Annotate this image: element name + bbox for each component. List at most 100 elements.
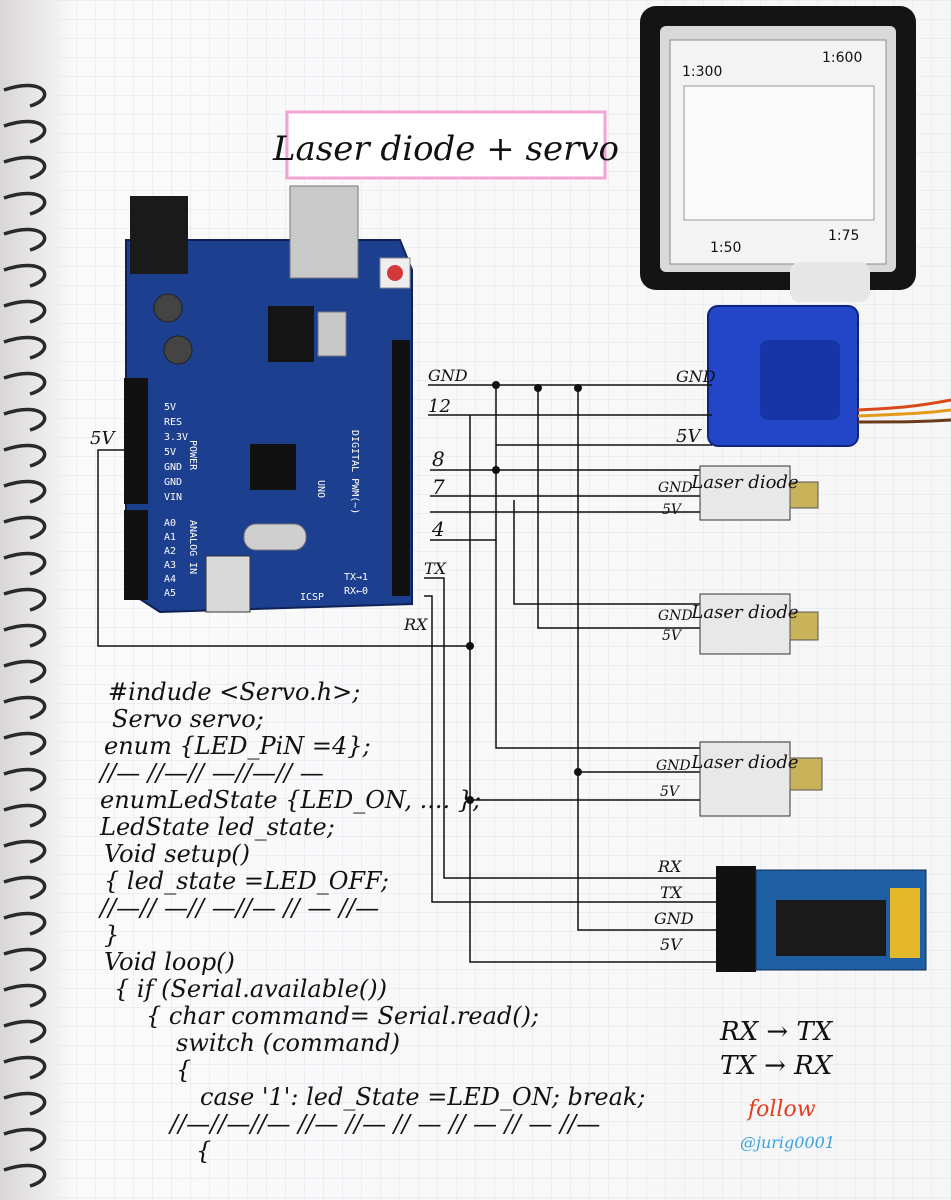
author-handle: @jurig0001 [740,1133,835,1152]
spiral-coil [3,443,47,468]
laser-gnd-label: GND [658,480,693,496]
code-line: //—// —// —//— // — //— [98,894,379,922]
junction [466,796,474,804]
pin-7-label: 7 [432,475,445,499]
usb-chip [268,306,314,362]
power-pin-vin: VIN [164,492,182,503]
analog-pin-a2: A2 [164,546,176,557]
laser-diode-label: Laser diode [690,602,798,623]
scale-card-window [683,85,875,221]
capacitor-2 [163,335,193,365]
analog-pin-a0: A0 [164,518,176,529]
analog-pin-a5: A5 [164,588,176,599]
digital-header [392,340,410,596]
junction [534,384,542,392]
spiral-coil [3,623,47,648]
code-block: #indude <Servo.h>;Servo servo;enum {LED_… [98,678,646,1165]
junction [492,466,500,474]
code-line: { [176,1056,191,1084]
laser-diode-label: Laser diode [690,472,798,493]
crystal [243,523,307,551]
crystal-oscillator [317,311,347,357]
spiral-coil [3,695,47,720]
spiral-coil [3,1127,47,1152]
atmega-chip [250,444,296,490]
junction [574,768,582,776]
spiral-coil [3,911,47,936]
analog-header [124,510,148,600]
servo-gear-housing [760,340,840,420]
power-pin-5v-b: 5V [164,447,176,458]
laser-5v-label: 5V [660,784,681,800]
icsp-label: ICSP [300,592,324,603]
spiral-coil [3,155,47,180]
spiral-coil [3,947,47,972]
arduino-5v-label: 5V [90,428,116,449]
laser-diode-lens [789,611,819,641]
spiral-coil [3,191,47,216]
spiral-coil [3,767,47,792]
bt-chip [776,900,886,956]
wiring [97,384,718,963]
bt-5v-label: 5V [660,935,683,954]
bt-antenna [890,888,920,958]
power-header [124,378,148,504]
digital-header-label: DIGITAL PWM(~) [349,430,360,514]
note-rx-tx: RX → TX [719,1017,834,1047]
analog-header-label: ANALOG IN [187,520,198,574]
power-pin-res: RES [164,417,182,428]
scale-top-left: 1:300 [682,64,722,80]
code-line: enumLedState {LED_ON, .... }; [100,786,481,814]
code-line: enum {LED_PiN =4}; [104,732,371,760]
power-pin-5v: 5V [164,402,176,413]
laser-diode-1: Laser diode GND 5V [658,465,819,521]
spiral-coil [3,551,47,576]
power-pin-gnd: GND [164,462,182,473]
bt-gnd-label: GND [654,909,694,928]
power-pin-3v3: 3.3V [164,432,188,443]
servo-wire-yellow [857,408,951,418]
bt-tx-label: TX [660,883,683,902]
scale-bottom-left: 1:50 [710,240,741,256]
analog-pin-a3: A3 [164,560,176,571]
usb-port [289,185,359,279]
arduino-uno-board: 5V RES 3.3V 5V GND GND VIN POWER A0 A1 A… [124,185,413,614]
bluetooth-module: RX TX GND 5V [654,857,927,972]
spiral-coil [3,875,47,900]
laser-diode-3: Laser diode GND 5V [656,741,823,817]
code-line: //—//—//— //— //— // — // — // — //— [168,1110,600,1138]
code-line: Void setup() [104,840,250,868]
capacitor-1 [153,293,183,323]
spiral-coil [3,1163,47,1188]
wire-pin-4 [430,539,700,749]
title-box: Laser diode + servo [272,110,619,180]
code-line: LedState led_state; [99,813,335,841]
servo-5v-label: 5V [676,426,702,447]
servo-wire-orange [857,398,951,412]
code-line: switch (command) [176,1029,400,1057]
junction [492,381,500,389]
spiral-coil [3,839,47,864]
pin-12-label: 12 [428,396,451,417]
rx-wire-label: RX [403,615,428,634]
bt-rx-label: RX [657,857,682,876]
laser-diode-body [699,465,791,521]
spiral-coil [3,371,47,396]
scale-bottom-right: 1:75 [828,228,859,244]
scale-top-right: 1:600 [822,50,862,66]
laser-gnd-label: GND [656,758,691,774]
servo-gnd-label: GND [676,367,716,386]
servo-motor [707,262,951,447]
servo-wire-brown [857,418,951,424]
laser-diode-label: Laser diode [690,752,798,773]
spiral-coil [3,587,47,612]
wire-junctions [466,381,582,804]
code-line: #indude <Servo.h>; [108,678,360,706]
spiral-coil [3,803,47,828]
power-header-label: POWER [187,440,198,471]
board-model-label: UNO [315,480,326,498]
code-line: { if (Serial.available()) [114,975,387,1003]
laser-diode-lens [789,481,819,509]
